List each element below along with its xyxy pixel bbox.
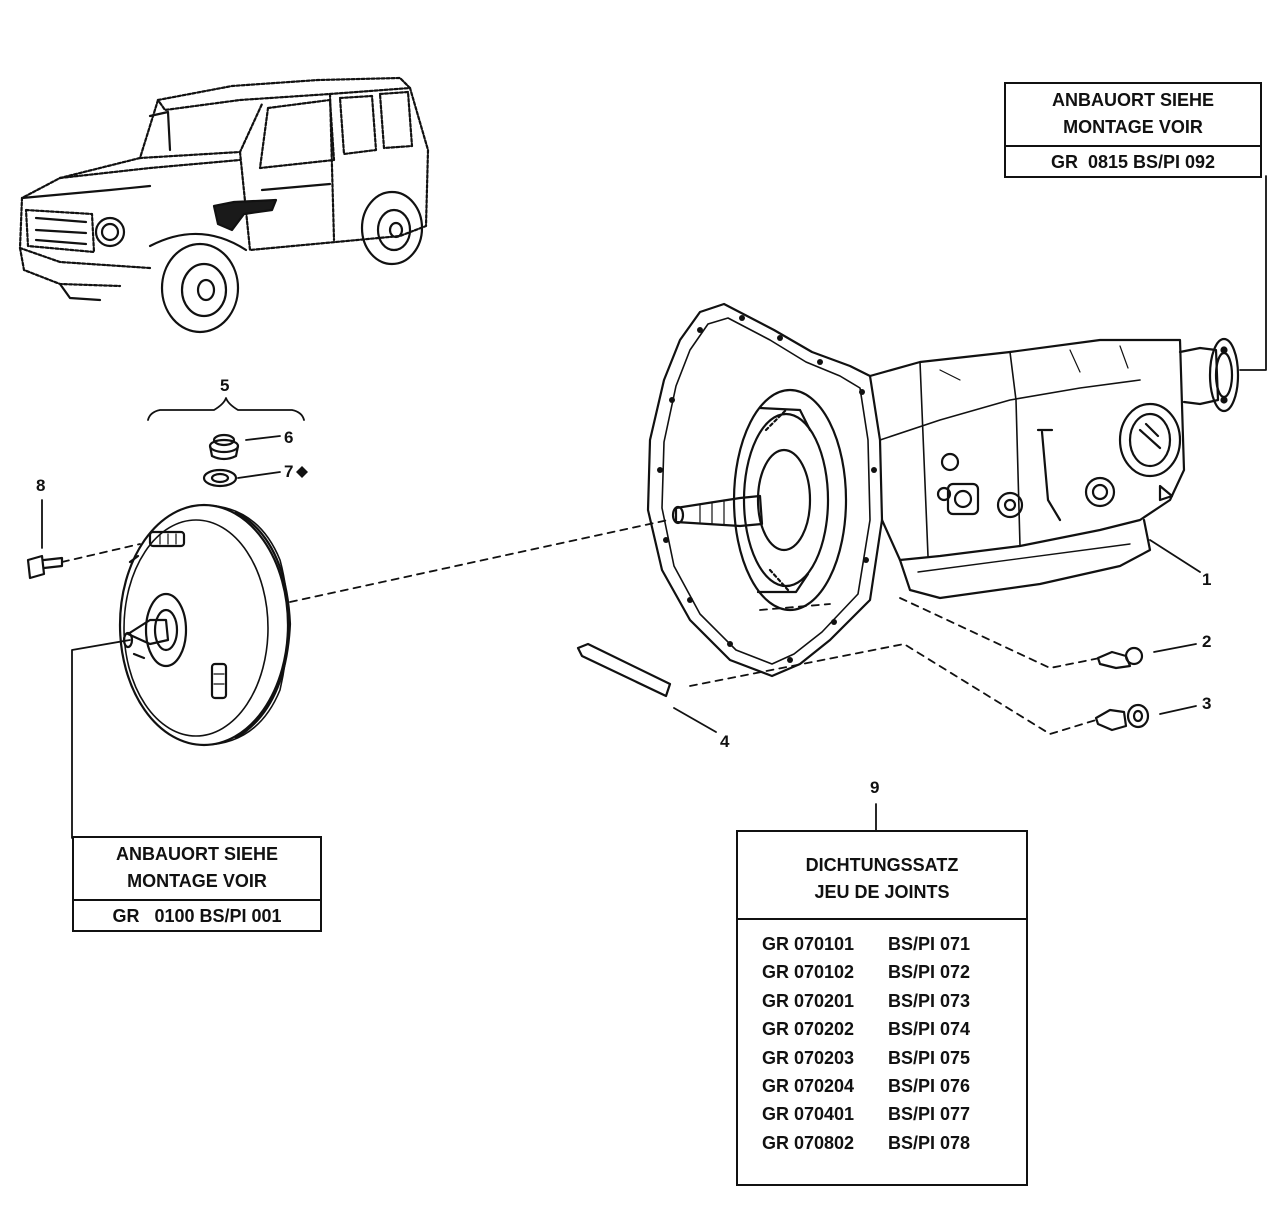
gasket-kit-row: GR 070802 BS/PI 078 [738,1129,1026,1157]
gasket-kit-gr: GR 070202 [762,1019,855,1040]
reference-box-left-head: ANBAUORT SIEHE MONTAGE VOIR [74,838,320,899]
gasket-kit-gr: GR 070101 [762,934,855,954]
callout-6: 6 [284,428,294,447]
cover-strip [576,642,672,698]
fitting-3 [1094,703,1150,732]
gasket-kit-gr: GR 070203 [762,1047,855,1068]
gasket-kit-gr: GR 070102 [762,962,855,983]
gasket-kit-line1: DICHTUNGSSATZ [805,855,959,875]
reference-box-left: ANBAUORT SIEHE MONTAGE VOIR GR 0100 BS/P… [72,836,322,932]
torque-converter [118,503,292,747]
gasket-kit-row: GR 070202 BS/PI 074 [738,1015,1026,1043]
reference-box-top: ANBAUORT SIEHE MONTAGE VOIR GR 0815 BS/P… [1004,82,1262,178]
gasket-kit-gr: GR 070204 [762,1076,855,1097]
gasket-kit-gr: GR 070201 [762,990,855,1011]
gasket-kit-line2: JEU DE JOINTS [814,882,950,902]
gasket-kit-bspi: BS/PI 077 [888,1104,971,1125]
gasket-kit-list: GR 070101 BS/PI 071 GR 070102 BS/PI 072 GR… [738,920,1026,1157]
transmission-assembly [646,302,1240,678]
drain-plug [208,433,240,461]
callout-7: 7 [284,462,294,481]
callout-9: 9 [870,778,880,797]
reference-top-code: GR 0815 BS/PI 092 [1006,145,1260,177]
gasket-kit-gr: GR 070401 [762,1104,855,1125]
gasket-kit-row: GR 070204 BS/PI 076 [738,1072,1026,1100]
gasket-kit-row: GR 070203 BS/PI 075 [738,1044,1026,1072]
gasket-kit-bspi: BS/PI 072 [888,962,971,983]
callout-8: 8 [36,476,46,495]
gasket-kit-bspi: BS/PI 075 [888,1047,971,1068]
gasket-kit-bspi: BS/PI 071 [888,934,971,954]
gasket-kit-gr: GR 070802 [762,1132,855,1153]
gasket-kit-bspi: BS/PI 078 [888,1132,971,1153]
leader-lines [41,175,1267,839]
vehicle-illustration [18,76,430,334]
reference-top-line2: MONTAGE VOIR [1063,117,1203,137]
reference-left-line1: ANBAUORT SIEHE [115,844,278,864]
gasket-kit-row: GR 070401 BS/PI 077 [738,1100,1026,1128]
fitting-2 [1096,646,1144,670]
callout-2: 2 [1202,632,1212,651]
diamond-marker [296,466,308,478]
alignment-lines [61,519,1101,735]
sealing-ring [202,468,238,488]
gasket-kit-bspi: BS/PI 076 [888,1076,971,1097]
callout-4: 4 [720,732,730,751]
bolt [26,554,64,580]
reference-left-line2: MONTAGE VOIR [127,871,267,891]
callout-1: 1 [1202,570,1212,589]
gasket-kit-head: DICHTUNGSSATZ JEU DE JOINTS [738,832,1026,920]
reference-box-top-head: ANBAUORT SIEHE MONTAGE VOIR [1006,84,1260,145]
gasket-kit-row: GR 070101 BS/PI 071 [738,930,1026,958]
reference-left-code: GR 0100 BS/PI 001 [74,899,320,931]
callout-3: 3 [1202,694,1212,713]
gasket-kit-bspi: BS/PI 073 [888,990,971,1011]
gasket-kit-bspi: BS/PI 074 [888,1019,971,1040]
gasket-kit-row: GR 070201 BS/PI 073 [738,987,1026,1015]
gasket-kit-row: GR 070102 BS/PI 072 [738,958,1026,986]
reference-top-line1: ANBAUORT SIEHE [1051,90,1214,110]
callout-5: 5 [220,376,230,395]
